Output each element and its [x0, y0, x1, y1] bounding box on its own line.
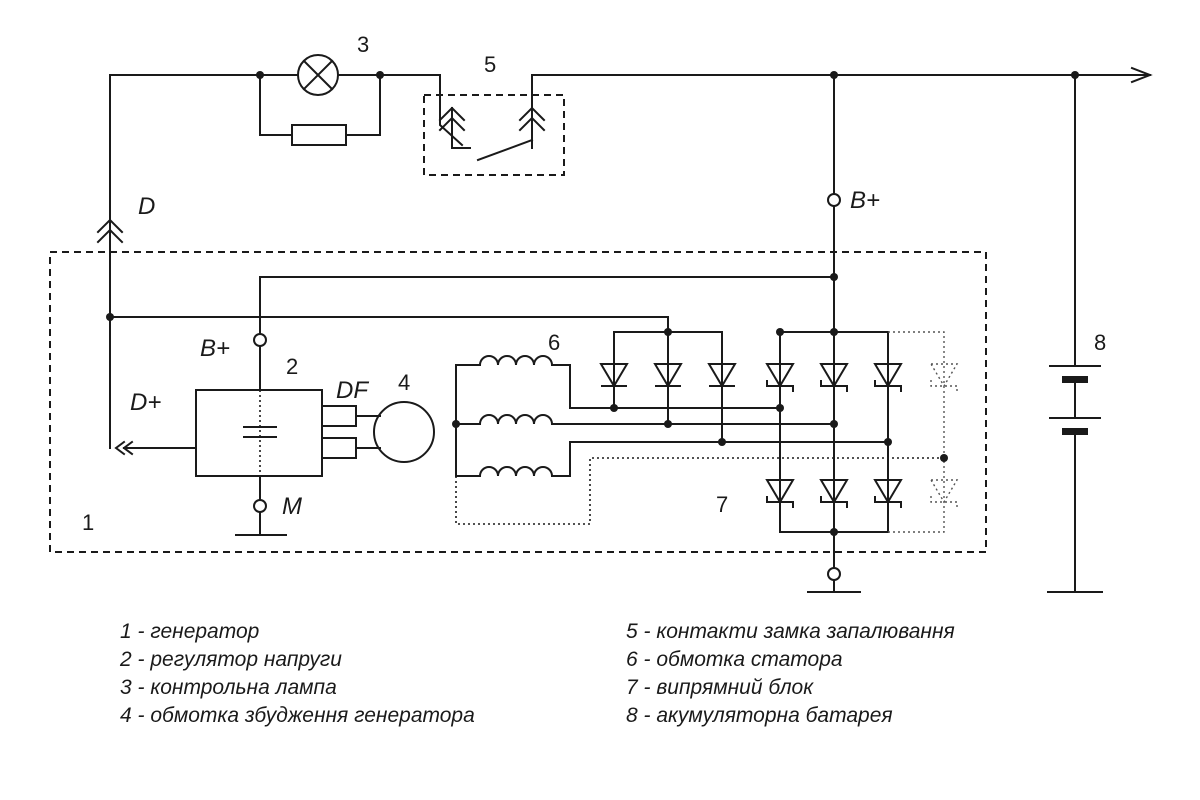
d-connector [96, 218, 124, 244]
legend-item: 6 - обмотка статора [626, 648, 843, 671]
legend-item: 5 - контакти замка запалювання [626, 620, 955, 643]
ground-terminal-icon [827, 567, 841, 581]
rectifier-block [600, 328, 958, 593]
field-winding [373, 401, 435, 463]
stator-callout: 6 [548, 330, 560, 355]
legend-item: 8 - акумуляторна батарея [626, 704, 893, 727]
ignition-callout: 5 [484, 52, 496, 77]
m-terminal-icon [253, 499, 267, 513]
stator-windings [452, 355, 944, 525]
terminal-m-label: M [282, 493, 302, 520]
top-supply-wire [109, 66, 1153, 251]
terminal-d-label: D [138, 193, 155, 220]
legend-item: 2 - регулятор напруги [120, 648, 342, 671]
regulator-callout: 2 [286, 354, 298, 379]
rectifier-callout: 7 [716, 492, 728, 517]
voltage-regulator [195, 333, 381, 536]
terminal-df-label: DF [336, 377, 369, 404]
terminal-b-plus-top-label: B+ [850, 187, 880, 214]
battery-callout: 8 [1094, 330, 1106, 355]
b-plus-terminal-icon [827, 193, 841, 207]
legend-item: 1 - генератор [120, 620, 260, 643]
generator-callout: 1 [82, 510, 94, 535]
legend-right-column: 5 - контакти замка запалювання 6 - обмот… [626, 618, 955, 730]
b-plus-reg-terminal-icon [253, 333, 267, 347]
battery [1047, 74, 1103, 593]
legend-item: 3 - контрольна лампа [120, 676, 337, 699]
legend-left-column: 1 - генератор 2 - регулятор напруги 3 - … [120, 618, 475, 730]
legend-item: 4 - обмотка збудження генератора [120, 704, 475, 727]
b-plus-rail [827, 71, 1079, 333]
internal-wiring [106, 249, 838, 456]
generator-boundary [49, 251, 987, 553]
terminal-d-plus-label: D+ [130, 389, 161, 416]
lamp-callout: 3 [357, 32, 369, 57]
legend-item: 7 - випрямний блок [626, 676, 814, 699]
terminal-b-plus-reg-label: B+ [200, 335, 230, 362]
control-lamp [256, 54, 384, 146]
field-callout: 4 [398, 370, 410, 395]
ignition-switch [423, 74, 565, 176]
